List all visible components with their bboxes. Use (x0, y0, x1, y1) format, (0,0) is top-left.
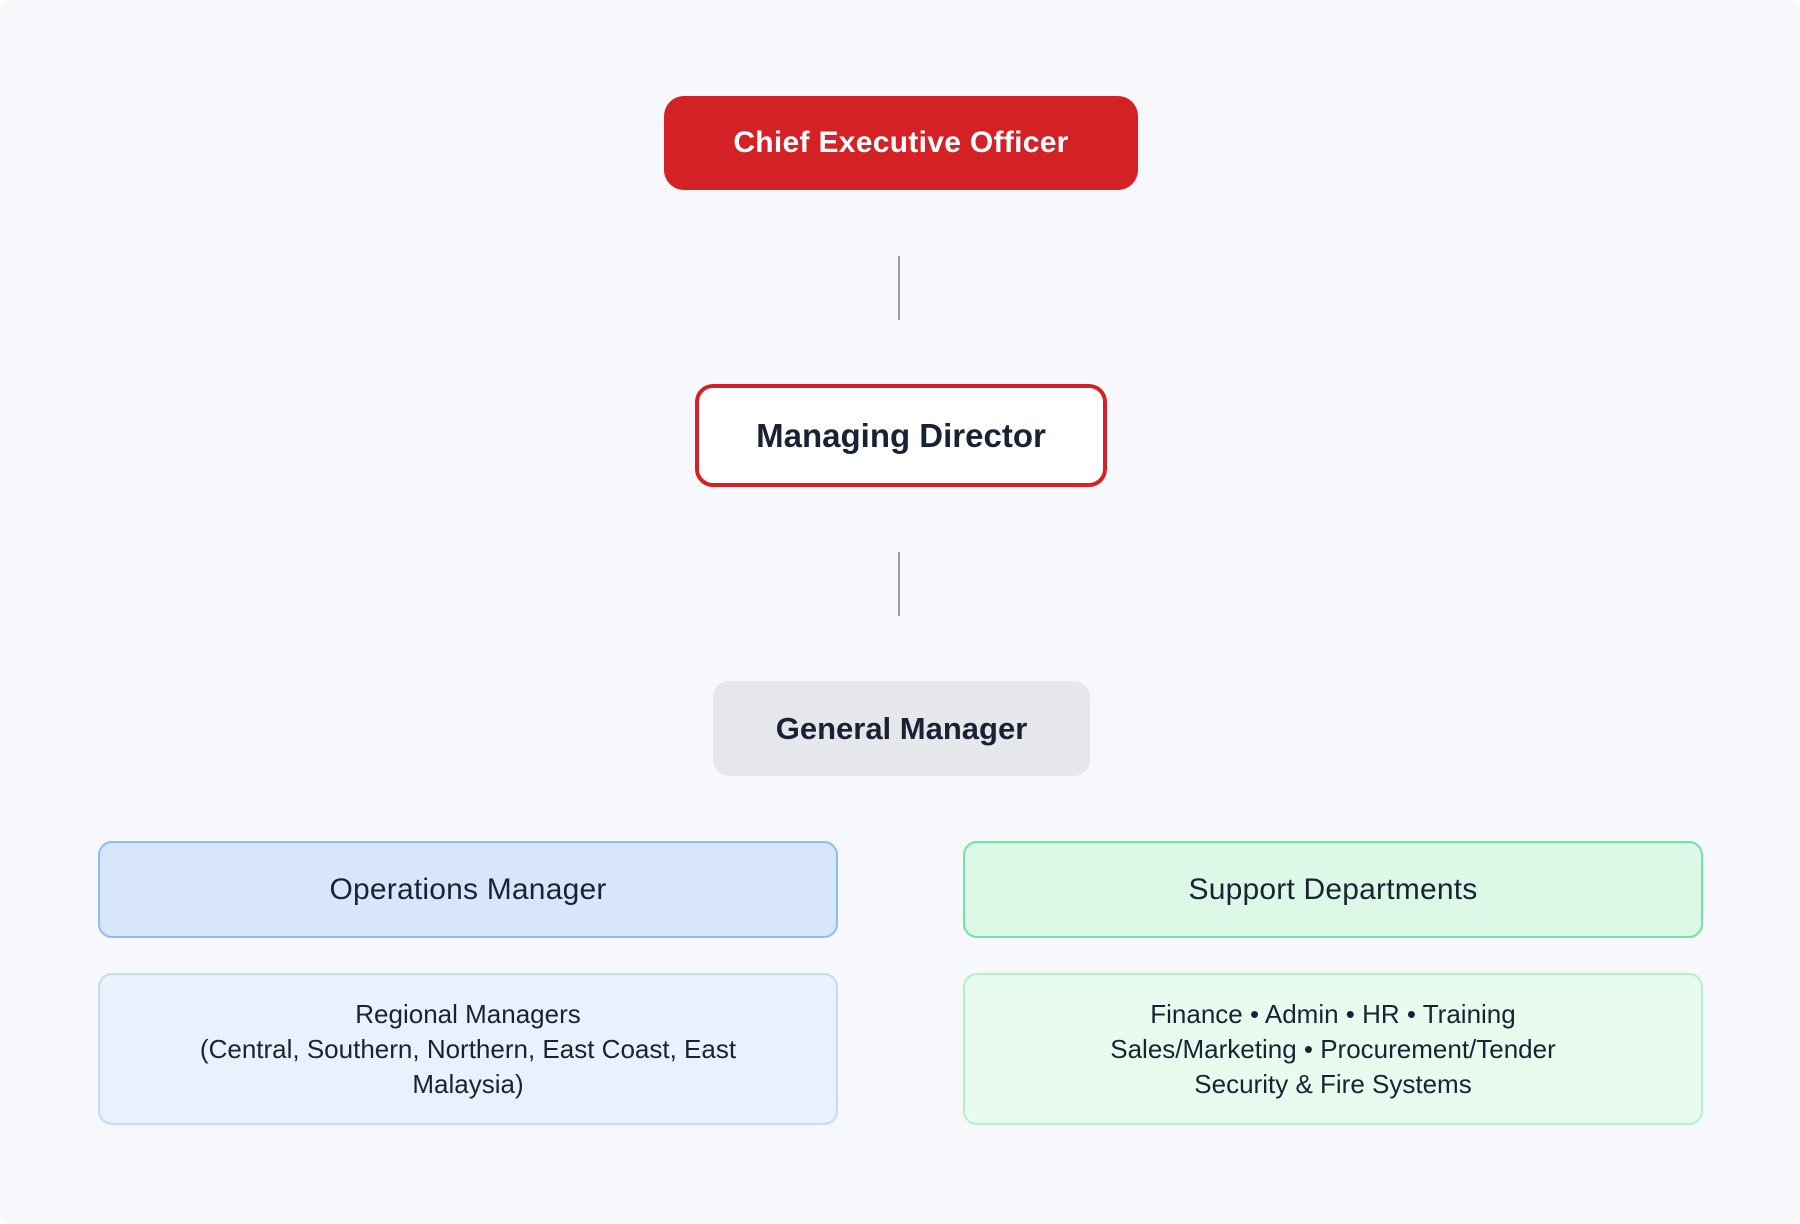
node-general-manager-label: General Manager (775, 710, 1028, 746)
support-departments-line-1: Finance • Admin • HR • Training (1150, 998, 1516, 1029)
node-general-manager: General Manager (713, 681, 1090, 776)
node-operations-manager-label: Operations Manager (329, 872, 607, 906)
node-support-departments-label: Support Departments (1188, 872, 1478, 906)
support-departments-line-3: Security & Fire Systems (1194, 1068, 1472, 1099)
node-managing-director: Managing Director (695, 384, 1107, 487)
node-support-departments: Support Departments (963, 841, 1703, 938)
node-chief-executive-officer-label: Chief Executive Officer (733, 126, 1069, 159)
node-managing-director-label: Managing Director (756, 416, 1046, 454)
support-departments-line-2: Sales/Marketing • Procurement/Tender (1110, 1033, 1556, 1064)
connector-md-to-gm (898, 552, 900, 616)
regional-managers-title: Regional Managers (355, 998, 581, 1029)
regional-managers-regions: (Central, Southern, Northern, East Coast… (199, 1033, 737, 1099)
node-regional-managers: Regional Managers (Central, Southern, No… (98, 973, 838, 1125)
connector-ceo-to-md (898, 256, 900, 320)
node-chief-executive-officer: Chief Executive Officer (664, 96, 1138, 190)
node-support-departments-list: Finance • Admin • HR • Training Sales/Ma… (963, 973, 1703, 1125)
node-operations-manager: Operations Manager (98, 841, 838, 938)
